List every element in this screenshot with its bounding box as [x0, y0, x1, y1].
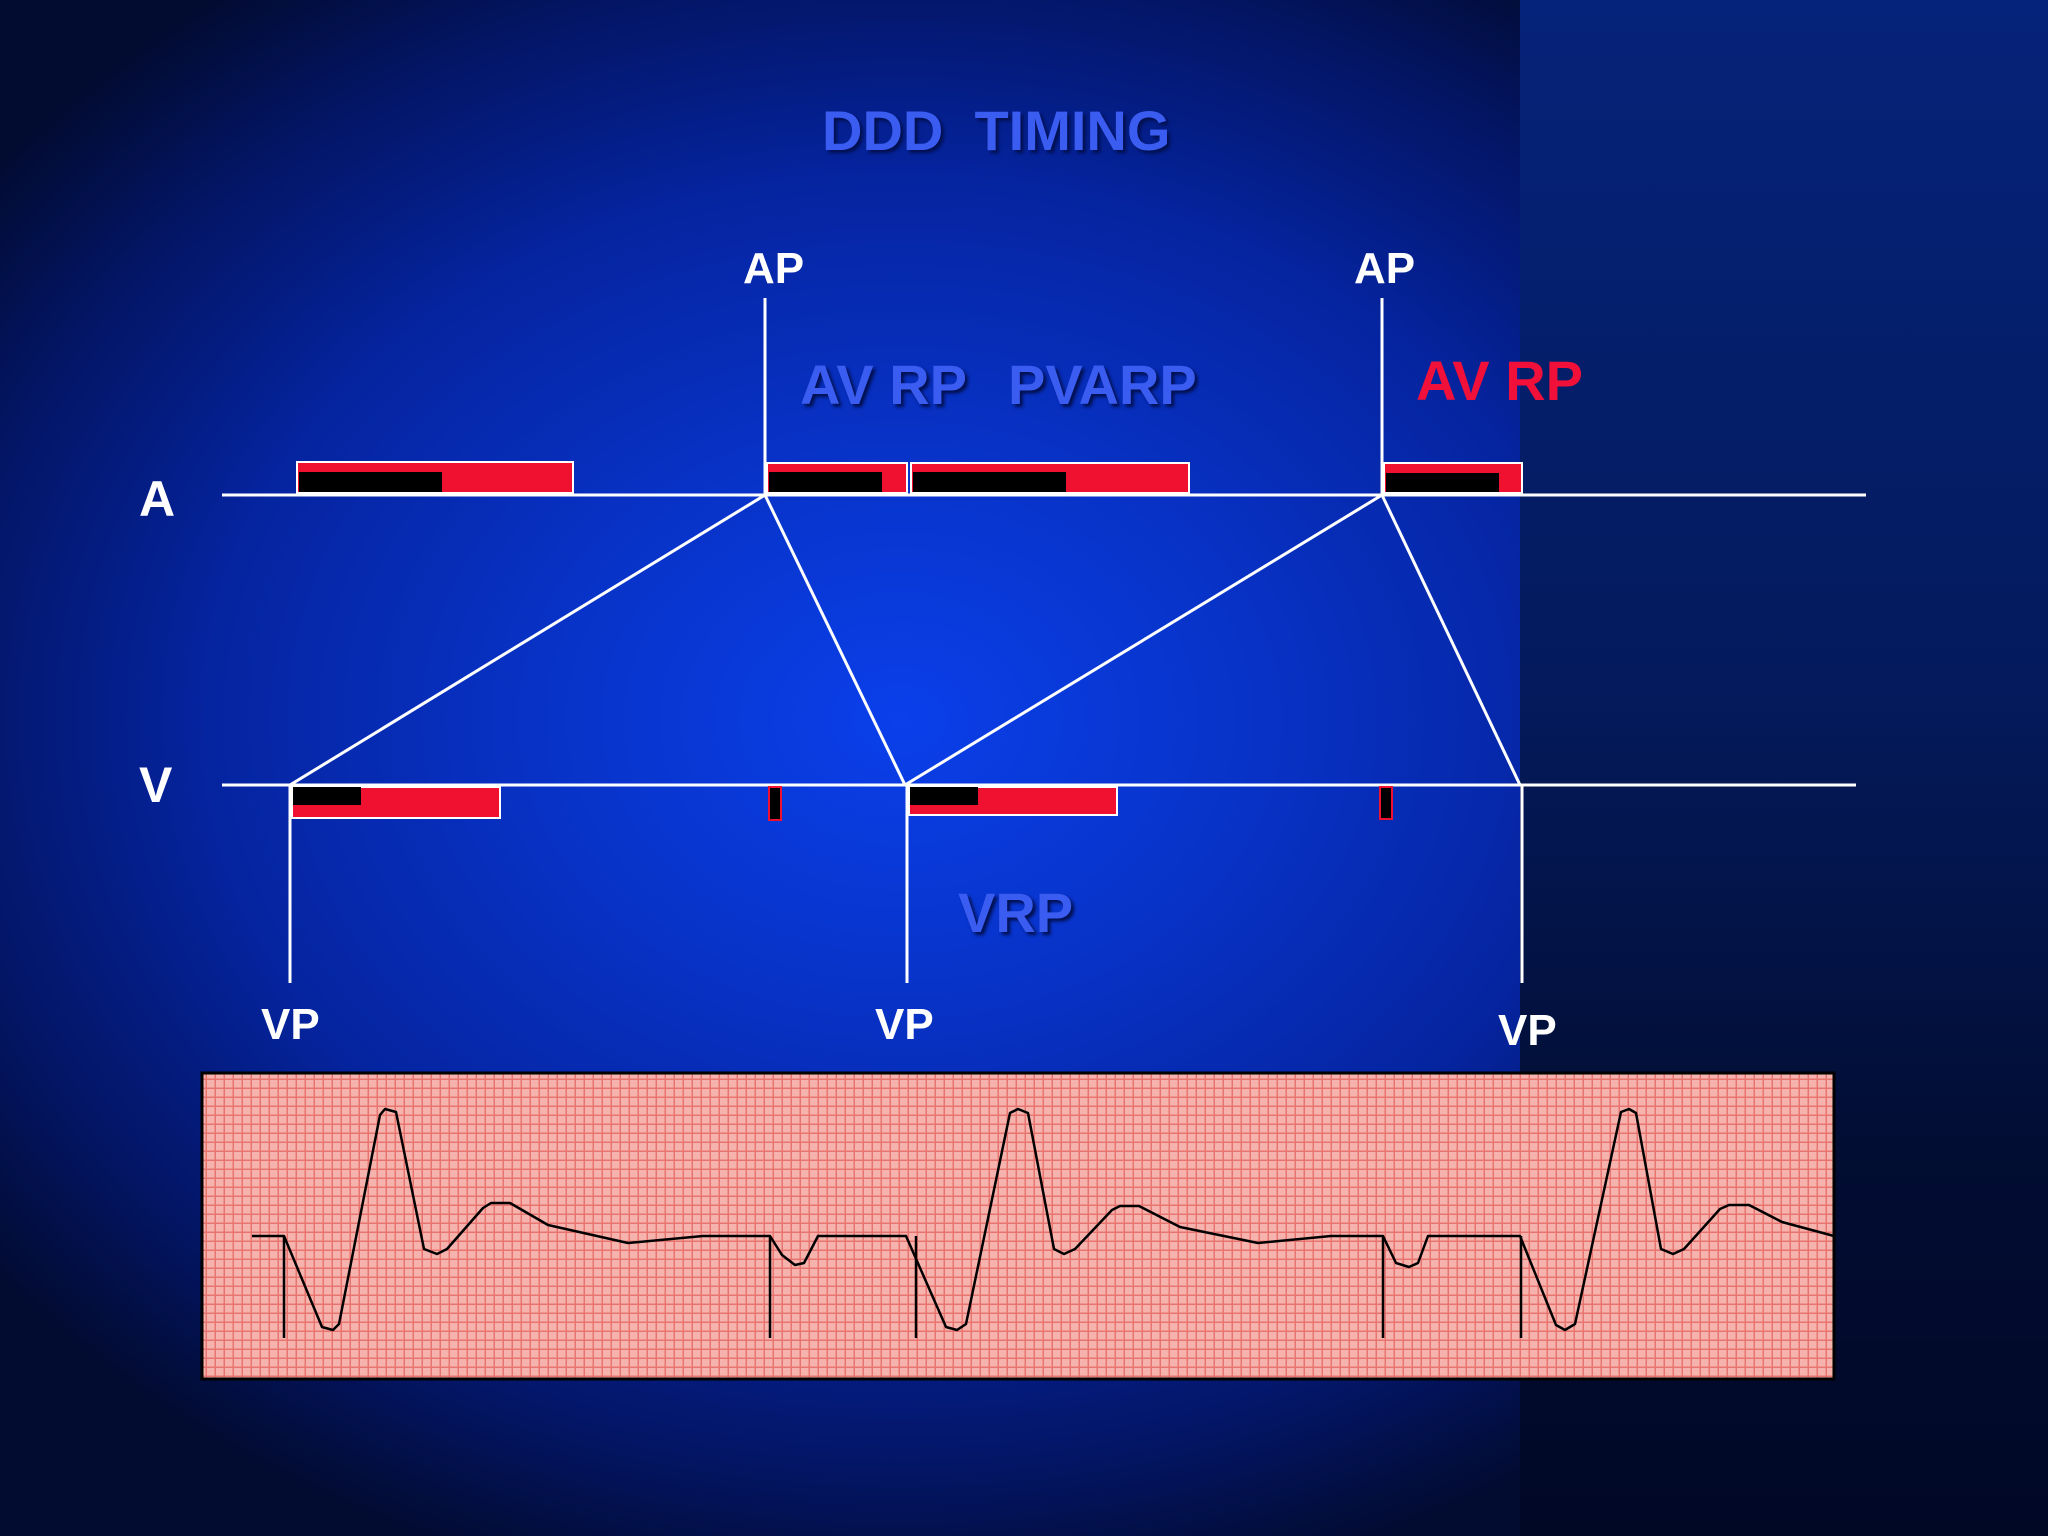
ecg-trace — [252, 1107, 1835, 1332]
vp-label-1: VP — [261, 1000, 320, 1049]
vrp-label: VRP — [958, 881, 1074, 944]
av-rp-bar-1 — [766, 462, 908, 494]
vrp-bar-2 — [908, 786, 1118, 816]
va-interval-line-1 — [289, 493, 766, 787]
slide-title: DDD TIMING — [822, 99, 1171, 162]
pvarp-label: PVARP — [1008, 353, 1197, 416]
vp-label-2: VP — [875, 1000, 934, 1049]
ap-label-1: AP — [743, 244, 805, 293]
atrial-row-label: A — [139, 471, 176, 527]
atrial-refractory-bar-1 — [296, 461, 574, 494]
vrp-bar-1 — [291, 786, 501, 819]
va-interval-line-2 — [904, 493, 1383, 787]
v-blanking-tick-1 — [768, 786, 782, 821]
ap-label-2: AP — [1354, 244, 1416, 293]
av-rp-bar-2 — [1383, 462, 1523, 494]
v-blanking-tick-2 — [1379, 786, 1393, 820]
av-interval-line-2 — [1380, 494, 1522, 786]
ventricular-row-label: V — [139, 757, 173, 813]
vp-label-3: VP — [1498, 1006, 1557, 1055]
ecg-strip — [200, 1071, 1836, 1381]
av-rp-label-2: AV RP — [1416, 349, 1583, 412]
av-interval-line-1 — [763, 494, 907, 786]
pvarp-bar — [910, 462, 1190, 494]
av-rp-label-1: AV RP — [800, 353, 967, 416]
